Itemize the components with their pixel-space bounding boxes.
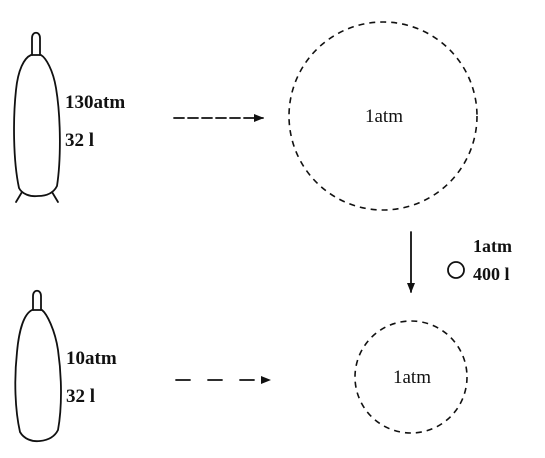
top-gas-cylinder <box>13 31 61 203</box>
bottom-gas-cylinder <box>14 289 62 443</box>
top-cylinder-volume-label: 32 l <box>65 130 94 151</box>
bottom-cylinder-volume-label: 32 l <box>66 386 95 407</box>
top-cylinder-pressure-label: 130atm <box>65 92 125 113</box>
small-balloon-icon <box>447 261 465 279</box>
bottom-cylinder-pressure-label: 10atm <box>66 348 117 369</box>
large-balloon-pressure-label: 1atm <box>365 106 403 127</box>
bottom-balloon-pressure-label: 1atm <box>393 367 431 388</box>
small-balloon-pressure-label: 1atm <box>473 236 512 256</box>
bottom-balloon-outline <box>354 320 468 434</box>
large-balloon-outline <box>288 21 478 211</box>
small-balloon-volume-label: 400 l <box>473 264 510 284</box>
